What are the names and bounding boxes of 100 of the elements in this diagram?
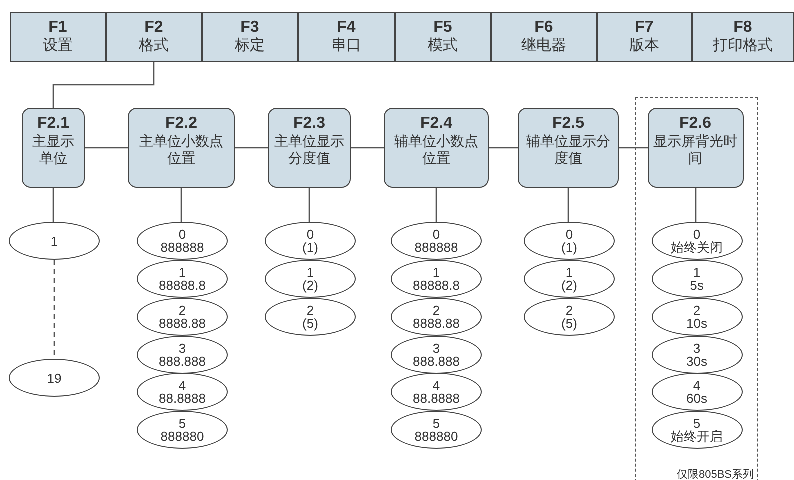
option-number: 0 (566, 228, 574, 241)
setting-box (128, 108, 235, 188)
option-number: 2 (178, 304, 186, 317)
option-value: 5s (690, 278, 704, 292)
menu-tab (10, 12, 106, 62)
option-value: 888880 (414, 430, 458, 443)
option-number: 0 (693, 228, 701, 240)
option-value: (2) (302, 279, 318, 292)
menu-tab (692, 12, 794, 62)
option-number: 5 (693, 416, 701, 430)
option-number: 3 (432, 342, 440, 355)
option-number: 1 (306, 266, 314, 279)
option-number: 1 (566, 266, 574, 279)
option-value: 888888 (160, 241, 204, 254)
menu-tab (395, 12, 491, 62)
option-number: 5 (178, 417, 186, 430)
option-number: 5 (432, 417, 440, 430)
note-text: 仅限805BS系列 (676, 468, 754, 480)
option-number: 0 (178, 228, 186, 241)
menu-label: 主单位小数点位置 (138, 133, 224, 167)
option-value: (1) (302, 241, 318, 254)
option-number: 1 (178, 266, 186, 279)
menu-code: F2.3 (293, 115, 326, 133)
option-number: 1 (50, 234, 58, 248)
option-value: 88.8888 (159, 392, 206, 405)
connector-line (695, 188, 697, 222)
option-value: 88.8888 (413, 392, 460, 405)
connector-line (436, 188, 438, 222)
option-number: 4 (432, 379, 440, 392)
option-value: (5) (562, 317, 578, 330)
menu-label: 版本 (630, 37, 660, 55)
option-number: 0 (306, 228, 314, 241)
option-number: 19 (47, 372, 62, 384)
option-number: 0 (432, 228, 440, 241)
connector-line (568, 188, 570, 222)
connector-line (351, 147, 384, 149)
setting-box (518, 108, 619, 188)
menu-code: F2.2 (165, 115, 198, 133)
menu-label: 打印格式 (713, 37, 773, 55)
menu-label: 设置 (43, 37, 73, 55)
menu-code: F2.1 (37, 115, 70, 133)
connector-line (85, 147, 128, 149)
menu-label: 模式 (428, 37, 458, 55)
menu-code: F8 (734, 19, 752, 37)
option-value: 888.888 (413, 355, 460, 368)
option-value: 30s (686, 354, 708, 368)
option-number: 4 (178, 379, 186, 392)
connector-line (235, 147, 268, 149)
menu-label: 标定 (235, 37, 265, 55)
option-value: 60s (686, 392, 708, 404)
setting-box (22, 108, 85, 188)
menu-label: 辅单位小数点位置 (394, 133, 480, 167)
menu-tab (202, 12, 298, 62)
setting-box (648, 108, 744, 188)
menu-label: 显示屏背光时间 (652, 132, 738, 166)
option-value: (2) (562, 279, 578, 292)
option-value: 888888 (414, 241, 458, 254)
connector-line (619, 147, 648, 149)
setting-box (384, 108, 489, 188)
option-number: 3 (693, 342, 701, 354)
connector-line (489, 147, 518, 149)
setting-box (268, 108, 351, 188)
connector-line (52, 62, 155, 108)
option-value: 10s (686, 316, 708, 330)
option-number: 1 (432, 266, 440, 279)
menu-label: 主显示单位 (32, 133, 76, 167)
menu-code: F2.5 (552, 115, 584, 133)
menu-code: F6 (534, 19, 554, 37)
menu-code: F2.4 (420, 115, 452, 133)
option-value: 8888.88 (413, 317, 460, 330)
option-number: 2 (306, 304, 314, 317)
menu-code: F7 (635, 19, 654, 37)
connector-line (180, 188, 182, 222)
option-value: 始终开启 (671, 430, 723, 442)
option-number: 3 (178, 342, 186, 355)
option-number: 4 (693, 378, 701, 392)
option-value: (5) (302, 317, 318, 330)
menu-label: 继电器 (522, 37, 566, 55)
menu-label: 辅单位显示分度值 (526, 133, 612, 167)
menu-code: F1 (48, 19, 68, 37)
option-value: 88888.8 (159, 279, 206, 292)
option-number: 1 (693, 266, 701, 278)
option-number: 2 (693, 304, 701, 316)
menu-tab (298, 12, 395, 62)
menu-code: F2 (144, 19, 164, 37)
connector-line (52, 188, 54, 222)
menu-label: 格式 (139, 37, 169, 55)
option-value: 88888.8 (413, 279, 460, 292)
option-number: 2 (432, 304, 440, 317)
option-value: 888880 (160, 430, 204, 443)
menu-label: 串口 (332, 37, 362, 55)
menu-code: F3 (240, 19, 260, 37)
connector-line (308, 188, 310, 222)
option-value: 始终关闭 (671, 240, 723, 254)
option-value: 888.888 (159, 355, 206, 368)
menu-tab (597, 12, 692, 62)
option-value: 8888.88 (159, 317, 206, 330)
option-number: 2 (566, 304, 574, 317)
menu-code: F2.6 (679, 114, 712, 132)
menu-tab (491, 12, 597, 62)
